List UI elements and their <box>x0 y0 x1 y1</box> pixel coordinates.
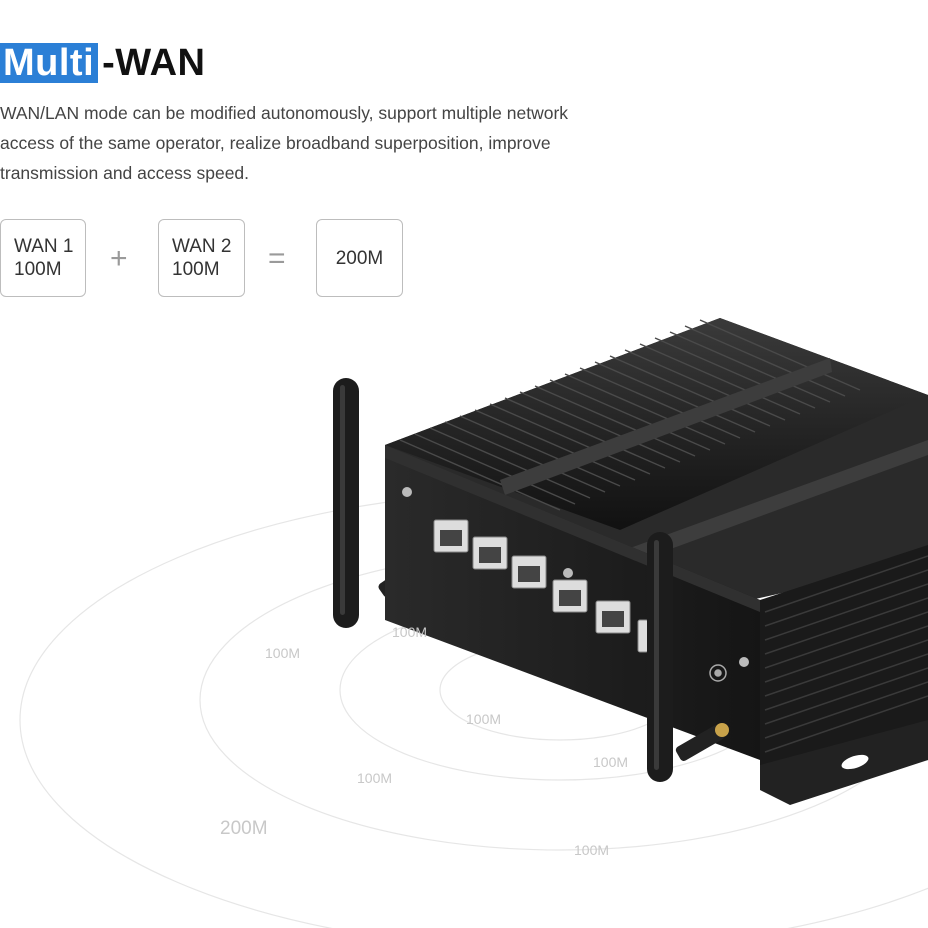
signal-label: 100M <box>574 842 610 858</box>
description-line: transmission and access speed. <box>0 163 250 183</box>
wan2-label: WAN 2 <box>172 236 232 257</box>
signal-label: 100M <box>593 754 629 770</box>
description-line: access of the same operator, realize bro… <box>0 133 551 153</box>
equals-sign: = <box>268 242 286 275</box>
wan1-label: WAN 1 <box>14 236 74 257</box>
wan2-box: WAN 2 100M <box>158 219 245 297</box>
result-box: 200M <box>316 219 403 297</box>
title-rest: -WAN <box>102 42 206 84</box>
signal-label: 100M <box>392 624 428 640</box>
signal-label: 100M <box>265 645 301 661</box>
signal-label-total: 200M <box>220 818 268 839</box>
screws <box>402 487 749 667</box>
description: WAN/LAN mode can be modified autonomousl… <box>0 98 640 188</box>
result-speed: 200M <box>335 247 384 269</box>
plus-sign: + <box>110 242 128 275</box>
signal-label: 100M <box>357 770 393 786</box>
signal-label: 100M <box>466 711 502 727</box>
title-highlight: Multi <box>0 43 99 83</box>
wan1-box: WAN 1 100M <box>0 219 86 297</box>
heatsink-fins <box>399 319 861 511</box>
ethernet-port-jacks <box>440 530 624 627</box>
page-title: Multi -WAN <box>0 40 205 86</box>
side-fins <box>760 545 928 805</box>
wan1-speed: 100M <box>14 259 62 280</box>
wan2-speed: 100M <box>172 259 220 280</box>
right-antenna-icon <box>647 532 729 782</box>
description-line: WAN/LAN mode can be modified autonomousl… <box>0 103 569 123</box>
heatsink-ridges <box>500 358 928 562</box>
power-port <box>709 664 727 682</box>
